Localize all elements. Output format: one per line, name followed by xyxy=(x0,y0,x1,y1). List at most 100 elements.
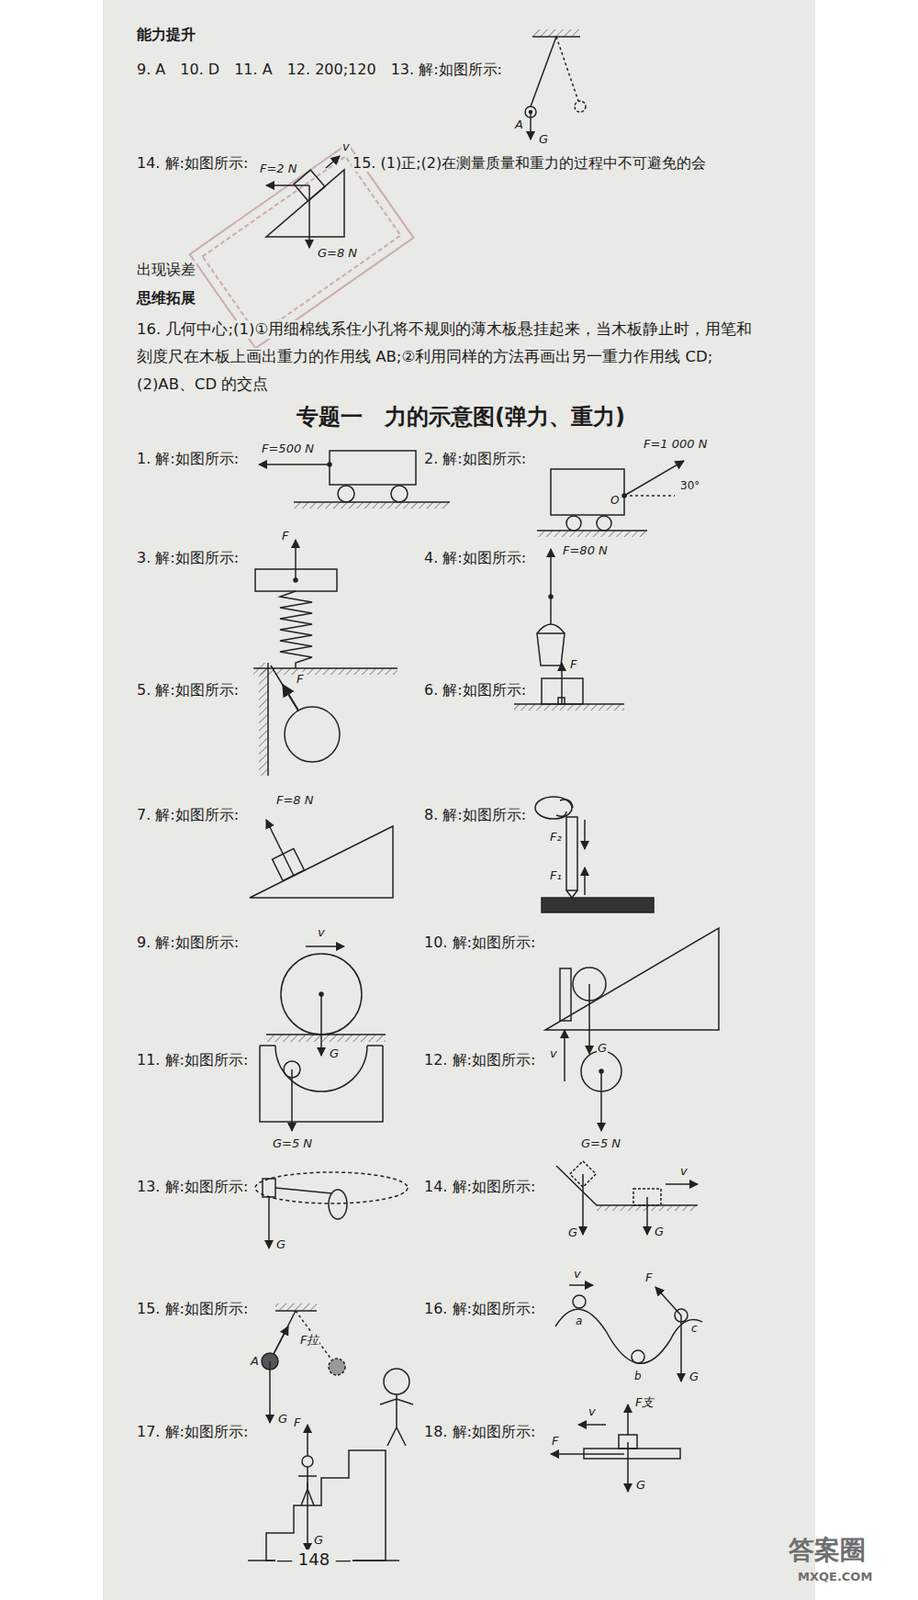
cart-pull xyxy=(537,460,684,538)
pencil-on-table-part xyxy=(535,796,572,819)
velocity-label: v xyxy=(679,1164,689,1179)
page-number: — 148 — xyxy=(275,1549,353,1570)
answer-text: 1. 解:如图所示: xyxy=(135,449,240,468)
circular-swing-part xyxy=(275,1187,332,1194)
answer-text: 2. 解:如图所示: xyxy=(423,449,527,468)
force-label: F=500 N xyxy=(260,441,315,457)
velocity-label: v xyxy=(316,925,326,941)
answer-text: 9. A 10. D 11. A 12. 200;120 13. 解:如图所示: xyxy=(135,60,504,79)
person-on-stairs-part xyxy=(306,1424,309,1456)
shape-part xyxy=(190,144,415,349)
ball-in-bowl-part xyxy=(291,1069,293,1131)
ball-on-wall-part xyxy=(267,662,269,776)
shape-part-part xyxy=(190,144,415,349)
wave-track xyxy=(555,1285,703,1382)
thrown-ball-part xyxy=(563,1029,566,1082)
bucket-part xyxy=(549,596,552,625)
person-on-stairs-part xyxy=(266,1450,386,1561)
cart-pull-part xyxy=(624,460,684,496)
person-on-stairs xyxy=(247,1424,400,1561)
rolling-ball-part xyxy=(305,945,345,948)
cart-pull-part xyxy=(566,515,582,531)
cart-pull-part xyxy=(537,530,648,538)
wave-track-part xyxy=(631,1350,645,1364)
person-on-stairs-part xyxy=(306,1482,309,1552)
bucket xyxy=(537,548,565,666)
point-label: A xyxy=(514,117,525,133)
ball-on-wedge-part xyxy=(588,984,591,1054)
spring-block xyxy=(253,539,398,675)
bucket-part xyxy=(537,633,565,666)
force-label: F xyxy=(295,671,304,687)
bucket-part xyxy=(537,624,565,634)
wave-track-part xyxy=(655,1287,682,1316)
cart-push-part xyxy=(258,463,330,466)
answer-text: 14. 解:如图所示: xyxy=(135,154,249,172)
ball-in-bowl-part xyxy=(259,1045,383,1122)
rolling-ball-part xyxy=(266,1033,386,1036)
block-on-board-part xyxy=(550,1453,625,1456)
stamp xyxy=(190,144,415,349)
ball-in-bowl-part xyxy=(275,1045,368,1092)
wave-track-part xyxy=(555,1309,703,1364)
force-label: G xyxy=(596,1041,608,1056)
pendulum-person-part xyxy=(275,1303,317,1311)
paper xyxy=(102,0,816,1600)
shape-part-part xyxy=(202,156,402,336)
cart-push-part xyxy=(329,450,416,485)
force-label: G xyxy=(328,1046,340,1062)
answer-text: 16. 几何中心;(1)①用细棉线系住小孔将不规则的薄木板悬挂起来，当木板静止时… xyxy=(135,320,753,339)
block-on-slope-part xyxy=(266,819,294,876)
cart-pull-part xyxy=(622,493,627,498)
sliding-box-part xyxy=(665,1183,698,1186)
force-label: F xyxy=(550,1433,560,1449)
spring-block-part xyxy=(279,591,313,669)
spring-block-part xyxy=(253,667,398,670)
cart-push-part xyxy=(293,501,450,504)
wave-track-part xyxy=(572,1295,586,1309)
block-on-ground-part xyxy=(514,703,625,706)
pendulum-part xyxy=(532,29,581,37)
force-label: F=2 N xyxy=(258,161,299,177)
answer-text: 刻度尺在木板上画出重力的作用线 AB;②利用同样的方法再画出另一重力作用线 CD… xyxy=(135,347,714,367)
pencil-on-table-part xyxy=(566,817,578,891)
sliding-box xyxy=(556,1161,698,1235)
pendulum-person-part xyxy=(273,1326,289,1355)
answer-text: 5. 解:如图所示: xyxy=(135,681,240,699)
incline-block-part xyxy=(308,185,311,248)
spring-block-part xyxy=(294,539,297,581)
pencil-on-table-part xyxy=(541,897,654,913)
answer-text: 10. 解:如图所示: xyxy=(423,933,537,952)
pencil-on-table-part xyxy=(556,799,573,817)
angle-label: 30° xyxy=(679,479,701,493)
incline-block-part xyxy=(266,184,310,187)
ball-on-wall-part xyxy=(258,662,269,776)
ball-in-bowl xyxy=(259,1045,383,1131)
force-label: G=5 N xyxy=(580,1136,622,1152)
point-label: b xyxy=(633,1369,643,1383)
watermark: MXQE.COM xyxy=(796,1569,874,1585)
force-label: F拉 xyxy=(299,1332,320,1348)
pendulum-person-part xyxy=(383,1368,410,1395)
circular-swing-part xyxy=(255,1172,408,1204)
wave-track-part xyxy=(680,1315,683,1382)
answer-text: 9. 解:如图所示: xyxy=(135,933,240,952)
velocity-label: v xyxy=(572,1266,583,1282)
ball-on-wall-part xyxy=(270,665,299,711)
force-label: F=8 N xyxy=(275,793,315,808)
force-label: G xyxy=(567,1225,579,1241)
person-on-stairs-part xyxy=(302,1455,314,1467)
force-label: F支 xyxy=(634,1395,655,1411)
point-label: a xyxy=(574,1314,583,1328)
force-label: G=5 N xyxy=(271,1136,314,1152)
sliding-box-part xyxy=(556,1165,698,1206)
ball-on-wall-part xyxy=(282,684,299,711)
answer-text: 11. 解:如图所示: xyxy=(135,1051,249,1069)
pendulum-person-part xyxy=(380,1394,414,1446)
circular-swing-part xyxy=(328,1189,348,1220)
force-label: F₁ xyxy=(548,868,563,884)
pendulum-person-part xyxy=(328,1358,346,1376)
pendulum-part xyxy=(556,36,579,101)
sliding-box-part xyxy=(582,1174,584,1235)
